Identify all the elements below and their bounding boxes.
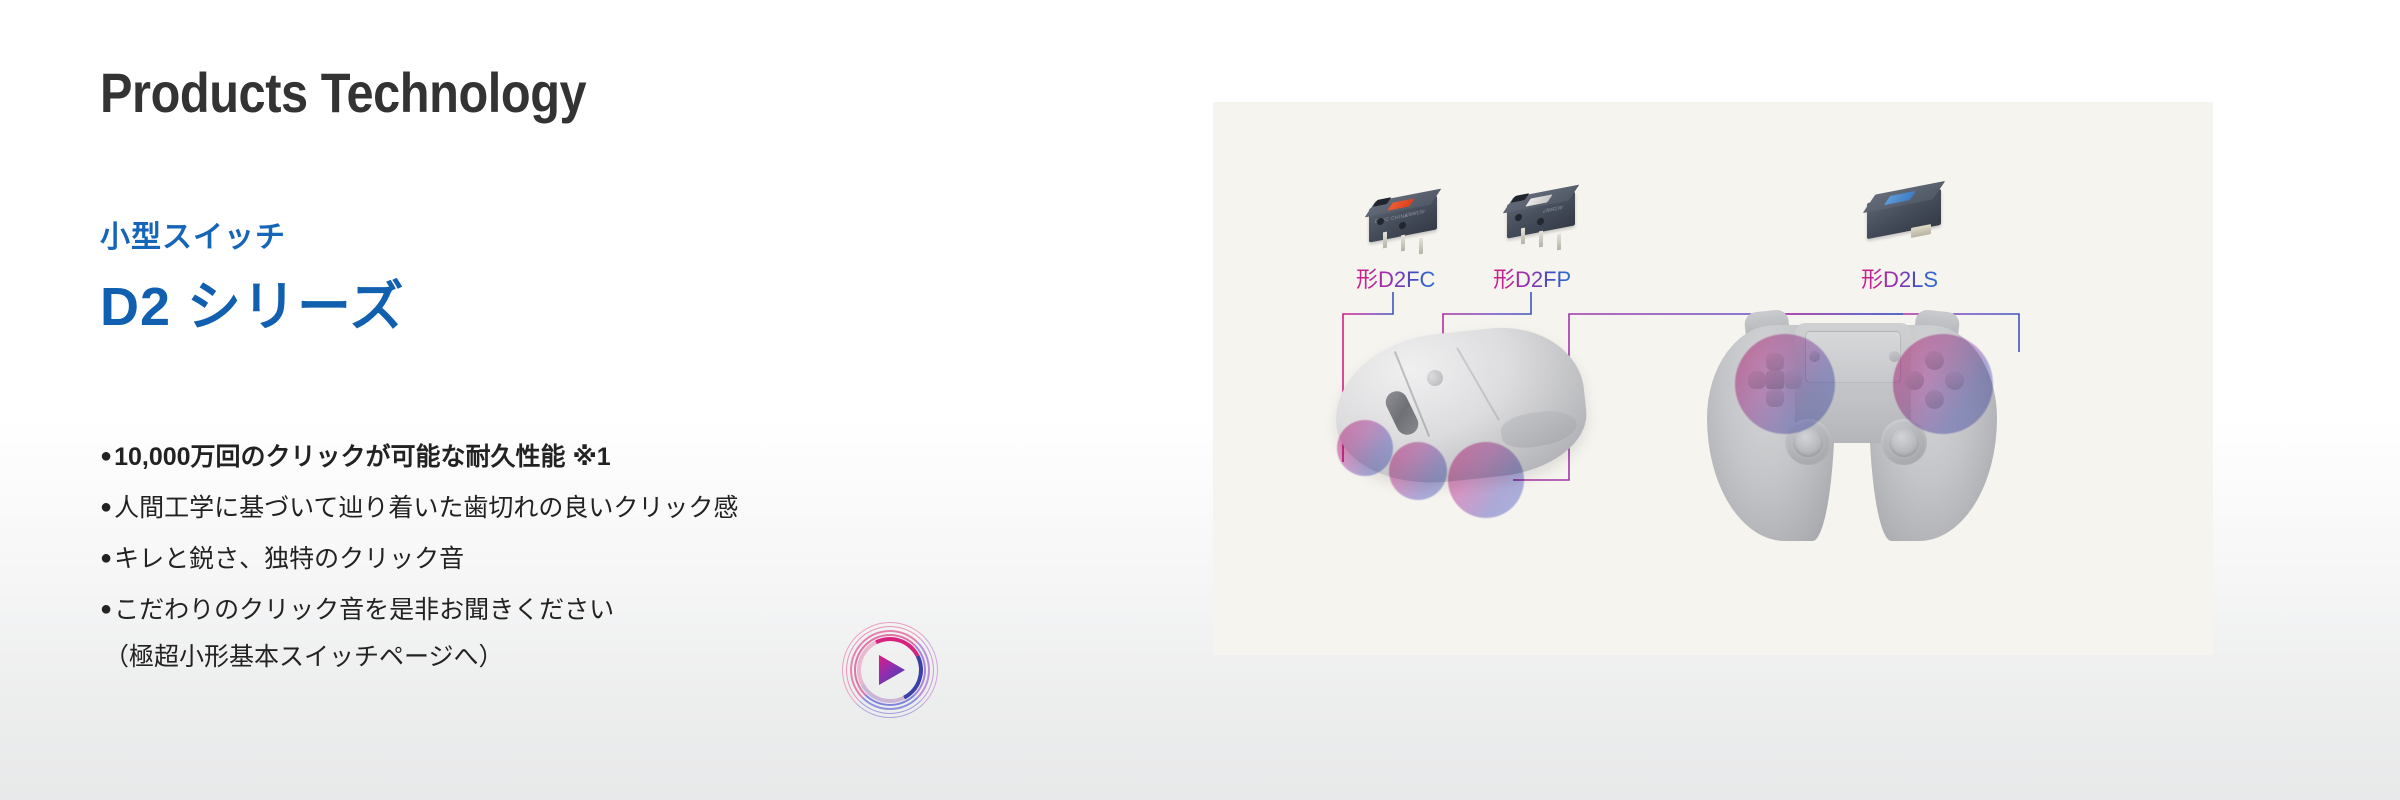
switch-terminal-pin (1557, 233, 1561, 251)
product-diagram-panel: OMRON D2FC CHINA 形D2FC OMRON 形D2FP 形D2LS (1213, 102, 2213, 655)
feature-sublink-text[interactable]: （極超小形基本スイッチページへ） (104, 643, 504, 671)
switch-image-d2ls (1862, 180, 1949, 246)
switch-label-d2fp: 形D2FP (1493, 262, 1571, 294)
bullet-icon: ● (100, 496, 113, 518)
highlight-face-buttons (1893, 334, 1993, 434)
stick-cap (1889, 427, 1919, 457)
feature-text: 10,000万回のクリックが可能な耐久性能 ※1 (114, 443, 611, 471)
list-item: ● 10,000万回のクリックが可能な耐久性能 ※1 (100, 445, 1000, 470)
feature-list: ● 10,000万回のクリックが可能な耐久性能 ※1 ● 人間工学に基づいて辿り… (100, 445, 1000, 673)
switch-terminal-pin (1521, 227, 1525, 245)
list-item: ● こだわりのクリック音を是非お聞きください (100, 598, 1000, 623)
switch-terminal-pin (1419, 237, 1423, 255)
switch-label-d2fc: 形D2FC (1356, 262, 1435, 294)
play-ring-outer-2 (846, 626, 934, 714)
switch-terminal-pin (1383, 231, 1387, 249)
highlight-dpad (1735, 334, 1835, 434)
highlight-wheel-click (1389, 442, 1447, 500)
feature-text: こだわりのクリック音を是非お聞きください (114, 596, 615, 624)
switch-label-d2ls: 形D2LS (1861, 262, 1938, 294)
list-item: ● 人間工学に基づいて辿り着いた歯切れの良いクリック感 (100, 496, 1000, 521)
bullet-icon: ● (100, 598, 113, 620)
left-content-column: Products Technology 小型スイッチ D2 シリーズ ● 10,… (100, 0, 1150, 800)
play-ring-outer-3 (850, 630, 930, 710)
switch-image-d2fc: OMRON D2FC CHINA (1363, 188, 1449, 255)
gamepad-options-button (1889, 351, 1900, 362)
bullet-icon: ● (100, 547, 113, 569)
feature-text: 人間工学に基づいて辿り着いた歯切れの良いクリック感 (114, 494, 739, 522)
series-title: D2 シリーズ (100, 277, 405, 337)
play-ring-outer-1 (842, 622, 938, 718)
highlight-side-button (1448, 442, 1524, 518)
feature-text: キレと鋭さ、独特のクリック音 (114, 545, 465, 573)
highlight-left-click (1337, 420, 1393, 476)
section-eyebrow: 小型スイッチ (100, 221, 286, 254)
bullet-icon: ● (100, 445, 113, 467)
switch-terminal-pin (1401, 234, 1405, 252)
list-item: ● キレと鋭さ、独特のクリック音 (100, 547, 1000, 572)
page-title: Products Technology (100, 61, 587, 124)
play-audio-button[interactable] (842, 622, 938, 718)
play-ring-outer-4 (854, 634, 926, 706)
switch-terminal-pin (1539, 230, 1543, 248)
switch-image-d2fp: OMRON (1501, 184, 1587, 251)
